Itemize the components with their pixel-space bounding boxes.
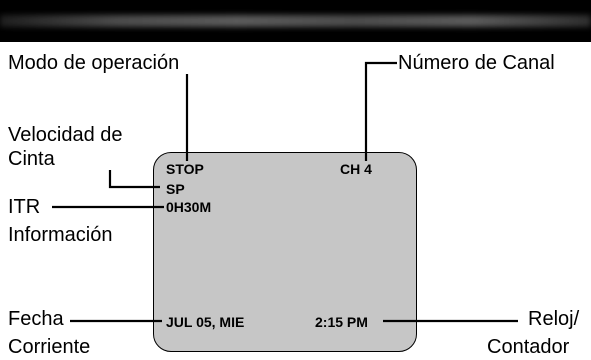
- osd-date: JUL 05, MIE: [166, 314, 245, 330]
- label-clock-line2: Contador: [487, 336, 570, 358]
- label-channel-number: Número de Canal: [398, 52, 555, 74]
- leader-tape-speed: [108, 170, 160, 189]
- label-clock-line1: Reloj/: [528, 308, 580, 330]
- leader-channel-number: [364, 61, 397, 161]
- osd-mode: STOP: [166, 161, 204, 177]
- banner-glow: [0, 15, 591, 27]
- label-itr: ITR: [8, 196, 41, 218]
- label-information: Información: [8, 224, 113, 246]
- header-banner: [0, 0, 591, 42]
- label-operation-mode: Modo de operación: [8, 52, 180, 74]
- label-tape-speed-line1: Velocidad de: [8, 124, 123, 146]
- osd-time: 2:15 PM: [315, 314, 368, 330]
- osd-channel: CH 4: [340, 161, 372, 177]
- label-tape-speed-line2: Cinta: [8, 148, 55, 170]
- label-date-line1: Fecha: [8, 308, 64, 330]
- osd-tape-speed: SP: [166, 181, 185, 197]
- label-date-line2: Corriente: [8, 336, 91, 358]
- tv-screen: STOP CH 4 SP 0H30M JUL 05, MIE 2:15 PM: [153, 152, 417, 352]
- osd-itr-time: 0H30M: [166, 199, 212, 215]
